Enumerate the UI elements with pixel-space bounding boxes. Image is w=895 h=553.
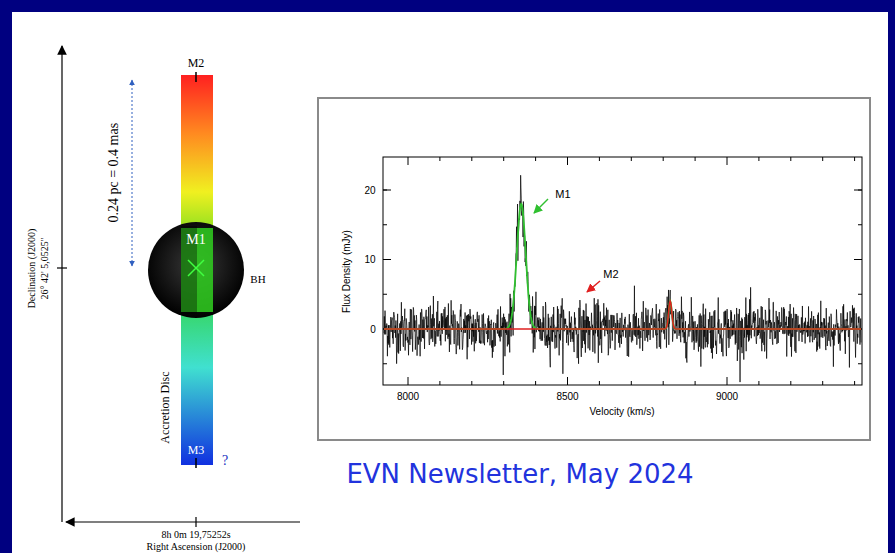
marker-label: M2	[188, 57, 205, 70]
m1-cross	[188, 260, 204, 276]
axis-title: Flux Density (mJy)	[340, 230, 351, 313]
dec-tick	[57, 267, 67, 268]
spectrum	[384, 175, 861, 382]
ra-tick	[195, 517, 196, 527]
disc-label: Accretion Disc	[158, 372, 171, 444]
white-panel	[12, 12, 888, 553]
credit-note: EVN Newsletter, May 2024	[346, 460, 693, 489]
axis-title: Right Ascension (J2000)	[147, 541, 246, 552]
question-mark: ?	[222, 453, 228, 468]
tick-label: 0	[370, 324, 376, 335]
m1-arrow	[534, 199, 548, 213]
plot-frame	[318, 98, 870, 440]
tick-label: 10	[364, 254, 375, 265]
axis-title: Velocity (km/s)	[589, 406, 654, 417]
marker-label: M1	[186, 232, 205, 247]
scale-label: 0.24 pc = 0.4 mas	[106, 123, 121, 223]
axis-title: Declination (J2000)	[27, 228, 38, 308]
m2-arrow	[587, 281, 600, 292]
black-hole	[148, 222, 244, 318]
m2-tick	[195, 72, 197, 82]
scale-bar	[132, 80, 133, 266]
peak-label: M2	[603, 268, 618, 280]
tick-label: 20	[364, 185, 375, 196]
marker-label: M3	[188, 444, 205, 457]
tick-label: 8500	[556, 391, 578, 402]
axis-value: 8h 0m 19,75252s	[161, 529, 230, 540]
m3-tick	[195, 458, 197, 468]
dec-axis	[61, 46, 62, 522]
peak-label: M1	[555, 188, 570, 200]
tick-label: 9000	[716, 391, 738, 402]
black-hole-label: BH	[250, 273, 265, 285]
axis-value: 26° 42' 5,0525''	[40, 237, 51, 299]
ra-axis	[66, 521, 300, 522]
axis-ticks	[383, 157, 862, 385]
plot-axes	[383, 157, 862, 385]
accretion-disc	[181, 75, 213, 465]
tick-label: 8000	[397, 391, 419, 402]
